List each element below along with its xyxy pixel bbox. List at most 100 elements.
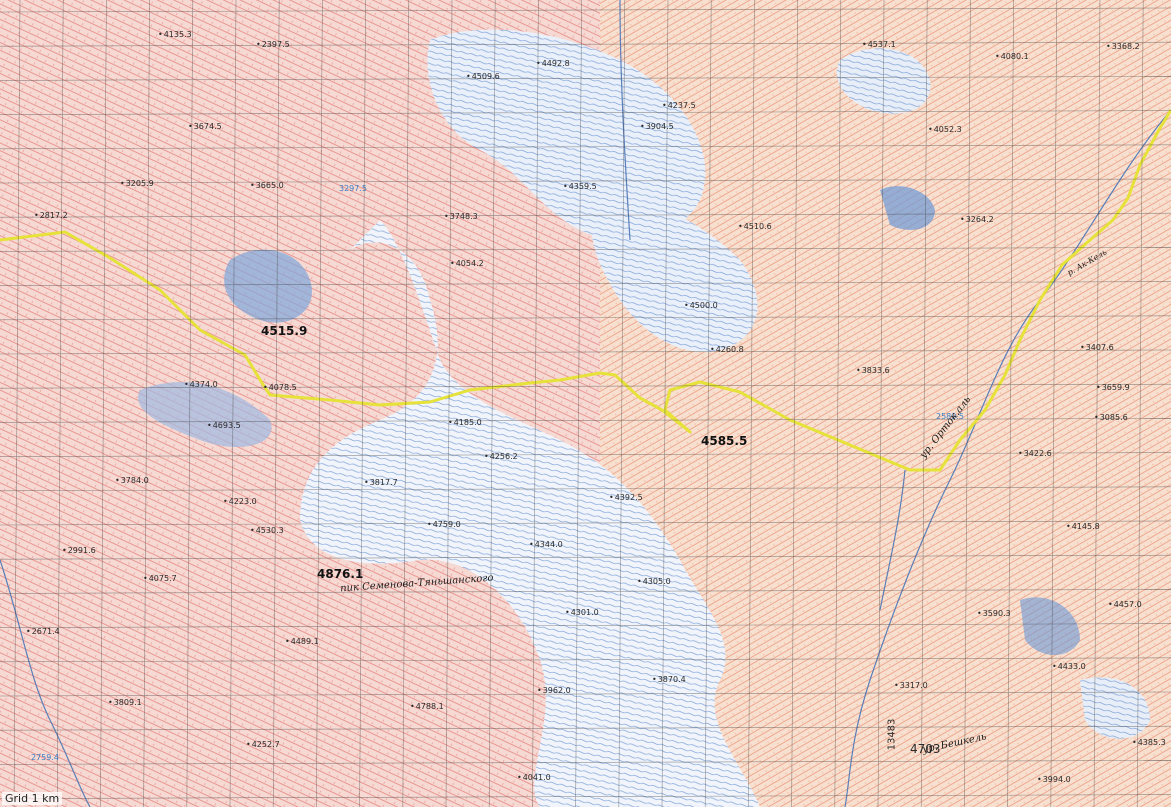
grid-line-horizontal — [0, 349, 1171, 355]
elevation-label: 3817.7 — [364, 478, 398, 488]
elevation-label: 3422.6 — [1018, 449, 1052, 459]
grid-line-vertical — [186, 0, 194, 807]
elevation-label: 4537.1 — [862, 40, 896, 50]
grid-line-horizontal — [0, 623, 1171, 628]
elevation-label: 2817.2 — [34, 211, 68, 221]
elevation-label: 4788.1 — [410, 702, 444, 712]
elevation-label: 3870.4 — [652, 675, 686, 685]
grid-line-vertical — [920, 0, 928, 807]
elevation-label: 4075.7 — [143, 574, 177, 584]
grid-line-vertical — [834, 0, 842, 807]
elevation-label: 4260.8 — [710, 345, 744, 355]
grid-scale-label: Grid 1 km — [2, 792, 63, 805]
elevation-label: 4305.0 — [637, 577, 671, 587]
grid-line-horizontal — [0, 657, 1171, 663]
grid-line-vertical — [1093, 0, 1101, 807]
grid-line-vertical — [1007, 0, 1014, 807]
elevation-label: 4185.0 — [448, 418, 482, 428]
elevation-label: 4252.7 — [246, 740, 280, 750]
elevation-label: 3205.9 — [120, 179, 154, 189]
elevation-label: 4703 — [910, 742, 941, 756]
grid-line-horizontal — [0, 281, 1171, 286]
grid-line-horizontal — [0, 212, 1171, 218]
grid-line-horizontal — [0, 589, 1171, 594]
elevation-label: 4145.8 — [1066, 522, 1100, 532]
elevation-label: 2759.4 — [31, 753, 59, 762]
elevation-label: 4693.5 — [207, 421, 241, 431]
grid-line-vertical — [1050, 0, 1058, 807]
elevation-label: 2589.5 — [936, 412, 964, 421]
elevation-label: 4515.9 — [261, 324, 308, 338]
grid-line-vertical — [791, 0, 798, 807]
elevation-label: 3994.0 — [1037, 775, 1071, 785]
grid-line-horizontal — [0, 486, 1171, 492]
grid-line-horizontal — [0, 418, 1171, 423]
elevation-label: 4344.0 — [529, 540, 563, 550]
elevation-label: 13483 — [886, 718, 898, 751]
elevation-label: 4585.5 — [701, 434, 748, 448]
grid-line-horizontal — [0, 76, 1171, 81]
elevation-label: 4359.5 — [563, 182, 597, 192]
grid-line-vertical — [1136, 0, 1144, 807]
grid-line-horizontal — [0, 725, 1171, 731]
grid-line-vertical — [56, 0, 64, 807]
elevation-label: 4374.0 — [184, 380, 218, 390]
grid-line-horizontal — [0, 110, 1171, 115]
grid-line-vertical — [575, 0, 582, 807]
elevation-label: 4489.1 — [285, 637, 319, 647]
elevation-label: 4530.3 — [250, 526, 284, 536]
grid-line-vertical — [964, 0, 971, 807]
grid-line-horizontal — [0, 691, 1171, 697]
glaciers — [138, 29, 1150, 807]
grid-line-horizontal — [0, 554, 1171, 560]
elevation-label: 4223.0 — [223, 497, 257, 507]
grid-line-vertical — [359, 0, 366, 807]
grid-line-horizontal — [0, 794, 1171, 799]
elevation-label: 3784.0 — [115, 476, 149, 486]
elevation-label: 3674.5 — [188, 122, 222, 132]
grid-line-vertical — [488, 0, 496, 807]
elevation-label: 3590.3 — [977, 609, 1011, 619]
elevation-label: 4385.3 — [1132, 738, 1166, 748]
grid-line-vertical — [100, 0, 107, 807]
elevation-label: 4237.5 — [662, 101, 696, 111]
elevation-label: 3297.5 — [339, 184, 367, 193]
elevation-label: 4054.2 — [450, 259, 484, 269]
elevation-label: 3317.0 — [894, 681, 928, 691]
elevation-label: 4080.1 — [995, 52, 1029, 62]
elevation-label: 4433.0 — [1052, 662, 1086, 672]
elevation-label: 3809.1 — [108, 698, 142, 708]
elevation-label: 2397.5 — [256, 40, 290, 50]
elevation-label: 3748.3 — [444, 212, 478, 222]
elevation-label: 4135.3 — [158, 30, 192, 40]
grid-line-vertical — [272, 0, 280, 807]
grid-line-horizontal — [0, 452, 1171, 457]
elevation-label: 4500.0 — [684, 301, 718, 311]
elevation-label: 3665.0 — [250, 181, 284, 191]
elevation-label: 4759.0 — [427, 520, 461, 530]
elevation-label: 4256.2 — [484, 452, 518, 462]
grid-line-vertical — [402, 0, 410, 807]
elevation-label: 4052.3 — [928, 125, 962, 135]
elevation-label: 3407.6 — [1080, 343, 1114, 353]
grid-line-vertical — [229, 0, 237, 807]
elevation-label: 4509.6 — [466, 72, 500, 82]
grid-line-vertical — [877, 0, 885, 807]
elevation-label: 4078.5 — [263, 383, 297, 393]
elevation-label: 4301.0 — [565, 608, 599, 618]
elevation-label: 2991.6 — [62, 546, 96, 556]
elevation-label: 4392.5 — [609, 493, 643, 503]
grid-line-vertical — [704, 0, 712, 807]
elevation-label: 3368.2 — [1106, 42, 1140, 52]
grid-line-vertical — [316, 0, 323, 807]
elevation-label: 3264.2 — [960, 215, 994, 225]
grid-line-vertical — [532, 0, 539, 807]
elevation-label: 4041.0 — [517, 773, 551, 783]
grid-line-horizontal — [0, 144, 1171, 150]
elevation-label: 4510.6 — [738, 222, 772, 232]
grid-line-vertical — [748, 0, 755, 807]
grid-line-vertical — [13, 0, 21, 807]
